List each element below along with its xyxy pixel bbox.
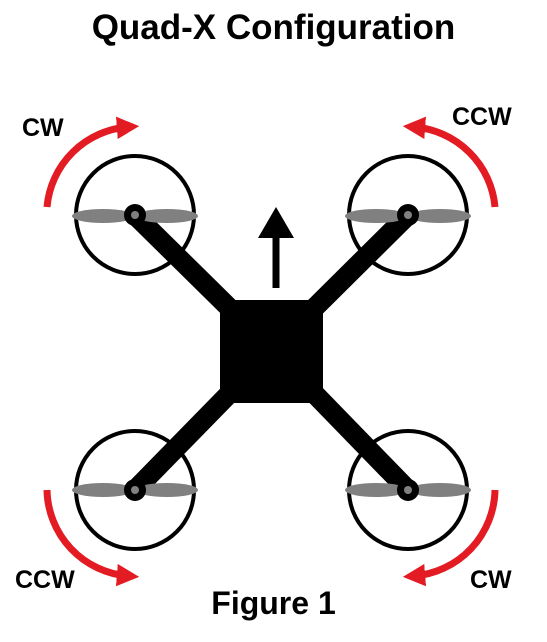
motor-rear-right: [345, 429, 471, 551]
propeller-blade: [345, 483, 407, 497]
flight-controller-body: [220, 300, 323, 403]
propeller-blade: [72, 483, 134, 497]
rotation-label-rear-right: CW: [470, 566, 512, 594]
motor-shaft: [404, 486, 412, 494]
rotation-label-front-left: CW: [22, 114, 64, 142]
motor-front-right: [345, 154, 471, 276]
curved-arrow-icon-rear-left: [43, 489, 140, 587]
curved-arrow-icon-rear-right: [402, 489, 499, 587]
forward-arrow-icon: [258, 207, 294, 288]
motor-rear-left: [72, 429, 198, 551]
propeller-blade: [136, 483, 198, 497]
propeller-blade: [409, 483, 471, 497]
curved-arrow-icon-front-left: [43, 116, 140, 208]
motor-front-left: [72, 154, 198, 276]
rotation-label-front-right: CCW: [452, 103, 512, 131]
curved-arrow-icon-front-right: [402, 116, 499, 208]
motor-shaft: [131, 211, 139, 219]
propeller-blade: [72, 209, 134, 223]
diagram-title: Quad-X Configuration: [91, 8, 456, 47]
propeller-blade: [345, 209, 407, 223]
motor-shaft: [404, 211, 412, 219]
figure-caption: Figure 1: [211, 585, 336, 621]
rotation-label-rear-left: CCW: [15, 566, 75, 594]
propeller-blade: [136, 209, 198, 223]
propeller-blade: [409, 209, 471, 223]
motor-shaft: [131, 486, 139, 494]
